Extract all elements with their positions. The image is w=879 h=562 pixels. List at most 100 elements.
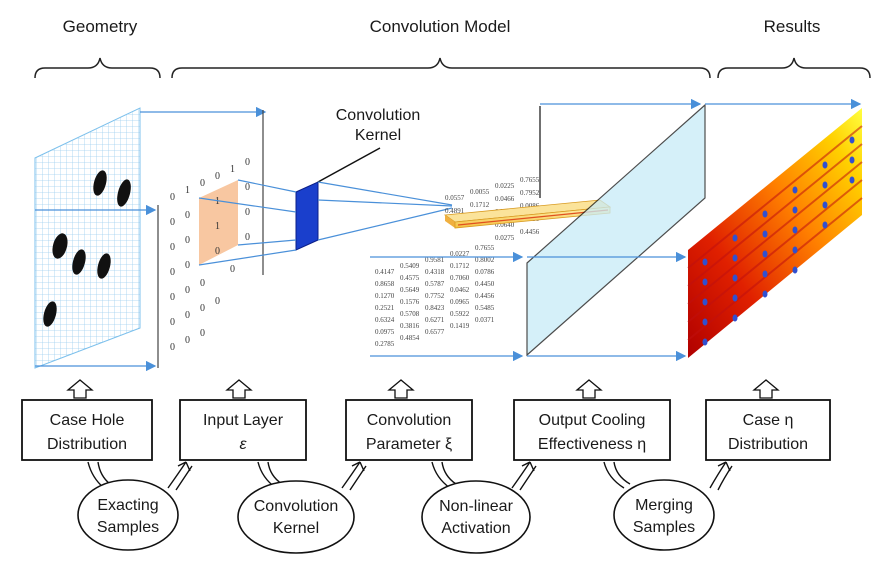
svg-text:0: 0 [185,285,190,296]
box-input-layer-line2: ε [239,436,247,453]
param-cell: 0.0227 [450,250,470,258]
param-cell: 0.1576 [400,298,420,306]
svg-text:0.0557: 0.0557 [445,194,465,202]
svg-text:0.0225: 0.0225 [495,182,515,190]
process-box-input-layer: Input Layer ε [179,399,307,461]
param-cell: 0.0786 [475,268,495,276]
ellipse-merging-line2: Samples [633,519,695,536]
param-cell: 0.6271 [425,316,445,324]
svg-text:0: 0 [230,264,235,275]
svg-text:0: 0 [170,267,175,278]
ellipse-exacting-line2: Samples [97,519,159,536]
param-cell: 0.4318 [425,268,445,276]
svg-text:0: 0 [215,246,220,257]
param-cell: 0.7655 [475,244,495,252]
process-box-output-cooling: Output Cooling Effectiveness η [513,399,671,461]
svg-text:0: 0 [245,207,250,218]
param-cell: 0.2785 [375,340,395,348]
ellipse-exacting-line1: Exacting [97,497,158,514]
box-case-hole-line2: Distribution [47,436,127,453]
svg-text:0: 0 [170,317,175,328]
box-output-cooling-line1: Output Cooling [539,412,646,429]
param-cell: 0.4575 [400,274,420,282]
ellipse-activation-line1: Non-linear [439,498,513,515]
box-output-cooling-line2: Effectiveness η [538,436,646,453]
geometry-grid-plane [34,107,141,369]
param-cell: 0.5787 [425,280,445,288]
param-cell: 0.5649 [400,286,420,294]
param-cell: 0.6577 [425,328,445,336]
param-cell: 0.8002 [475,256,495,264]
svg-text:0.0640: 0.0640 [495,221,515,229]
param-cell: 0.4456 [475,292,495,300]
param-cell: 0.5409 [400,262,420,270]
matrix-cell: 0 [200,178,205,189]
param-cell: 0.7752 [425,292,445,300]
svg-text:0: 0 [200,303,205,314]
svg-text:0: 0 [185,235,190,246]
brace-convolution-model [171,57,711,79]
param-cell: 0.0975 [375,328,395,336]
param-cell: 0.8658 [375,280,395,288]
param-cell: 0.5485 [475,304,495,312]
svg-text:0.7655: 0.7655 [520,176,540,184]
ellipse-activation-line2: Activation [441,520,510,537]
svg-text:0.4891: 0.4891 [445,207,465,215]
svg-text:1: 1 [215,221,220,232]
header-results: Results [764,17,821,36]
process-box-convolution-parameter: Convolution Parameter ξ [345,399,473,461]
param-cell: 0.0965 [450,298,470,306]
param-cell: 0.4450 [475,280,495,288]
matrix-cell: 0 [170,217,175,228]
ellipse-nonlinear-activation: Non-linear Activation [421,480,531,554]
svg-text:0: 0 [200,278,205,289]
box-input-layer-line1: Input Layer [203,412,284,429]
matrix-cell: 0 [185,210,190,221]
param-cell: 0.2521 [375,304,395,312]
param-cell: 0.7060 [450,274,470,282]
svg-text:0: 0 [200,328,205,339]
box-conv-param-line2: Parameter ξ [366,436,452,453]
kernel-label-pointer [317,147,381,183]
param-cell: 0.4854 [400,334,420,342]
matrix-cell: 0 [170,192,175,203]
svg-text:0: 0 [215,296,220,307]
matrix-cell: 0 [245,157,250,168]
svg-text:0: 0 [245,232,250,243]
param-cell: 0.1712 [450,262,470,270]
header-geometry: Geometry [63,17,138,36]
box-case-eta-line1: Case η [743,412,794,429]
svg-text:0.0086: 0.0086 [520,202,540,210]
ellipse-merging-line1: Merging [635,497,693,514]
matrix-cell: 0 [245,182,250,193]
param-cell: 0.9581 [425,256,445,264]
svg-text:0: 0 [170,342,175,353]
svg-text:0.4456: 0.4456 [520,228,540,236]
param-cell: 0.4147 [375,268,395,276]
ellipse-merging-samples: Merging Samples [613,479,715,551]
results-heat-plane [687,108,863,358]
svg-text:0.1712: 0.1712 [470,201,490,209]
param-cell: 0.8423 [425,304,445,312]
param-cell: 0.3816 [400,322,420,330]
brace-results [717,57,871,79]
box-case-hole-line1: Case Hole [50,412,125,429]
ellipse-kernel-line1: Convolution [254,498,339,515]
param-cell: 0.0371 [475,316,495,324]
svg-text:0.0275: 0.0275 [495,234,515,242]
matrix-cell: 1 [230,164,235,175]
svg-text:0.0055: 0.0055 [470,188,490,196]
kernel-label-line1: Convolution [336,107,421,124]
svg-text:0: 0 [185,260,190,271]
kernel-projection-lines [198,179,453,266]
process-box-case-eta: Case η Distribution [705,399,831,461]
svg-text:0: 0 [170,292,175,303]
svg-text:0: 0 [185,335,190,346]
param-cell: 0.1270 [375,292,395,300]
svg-text:0.0466: 0.0466 [495,195,515,203]
convolution-kernel-square [295,181,319,251]
ellipse-convolution-kernel: Convolution Kernel [237,480,355,554]
ellipse-kernel-line2: Kernel [273,520,319,537]
